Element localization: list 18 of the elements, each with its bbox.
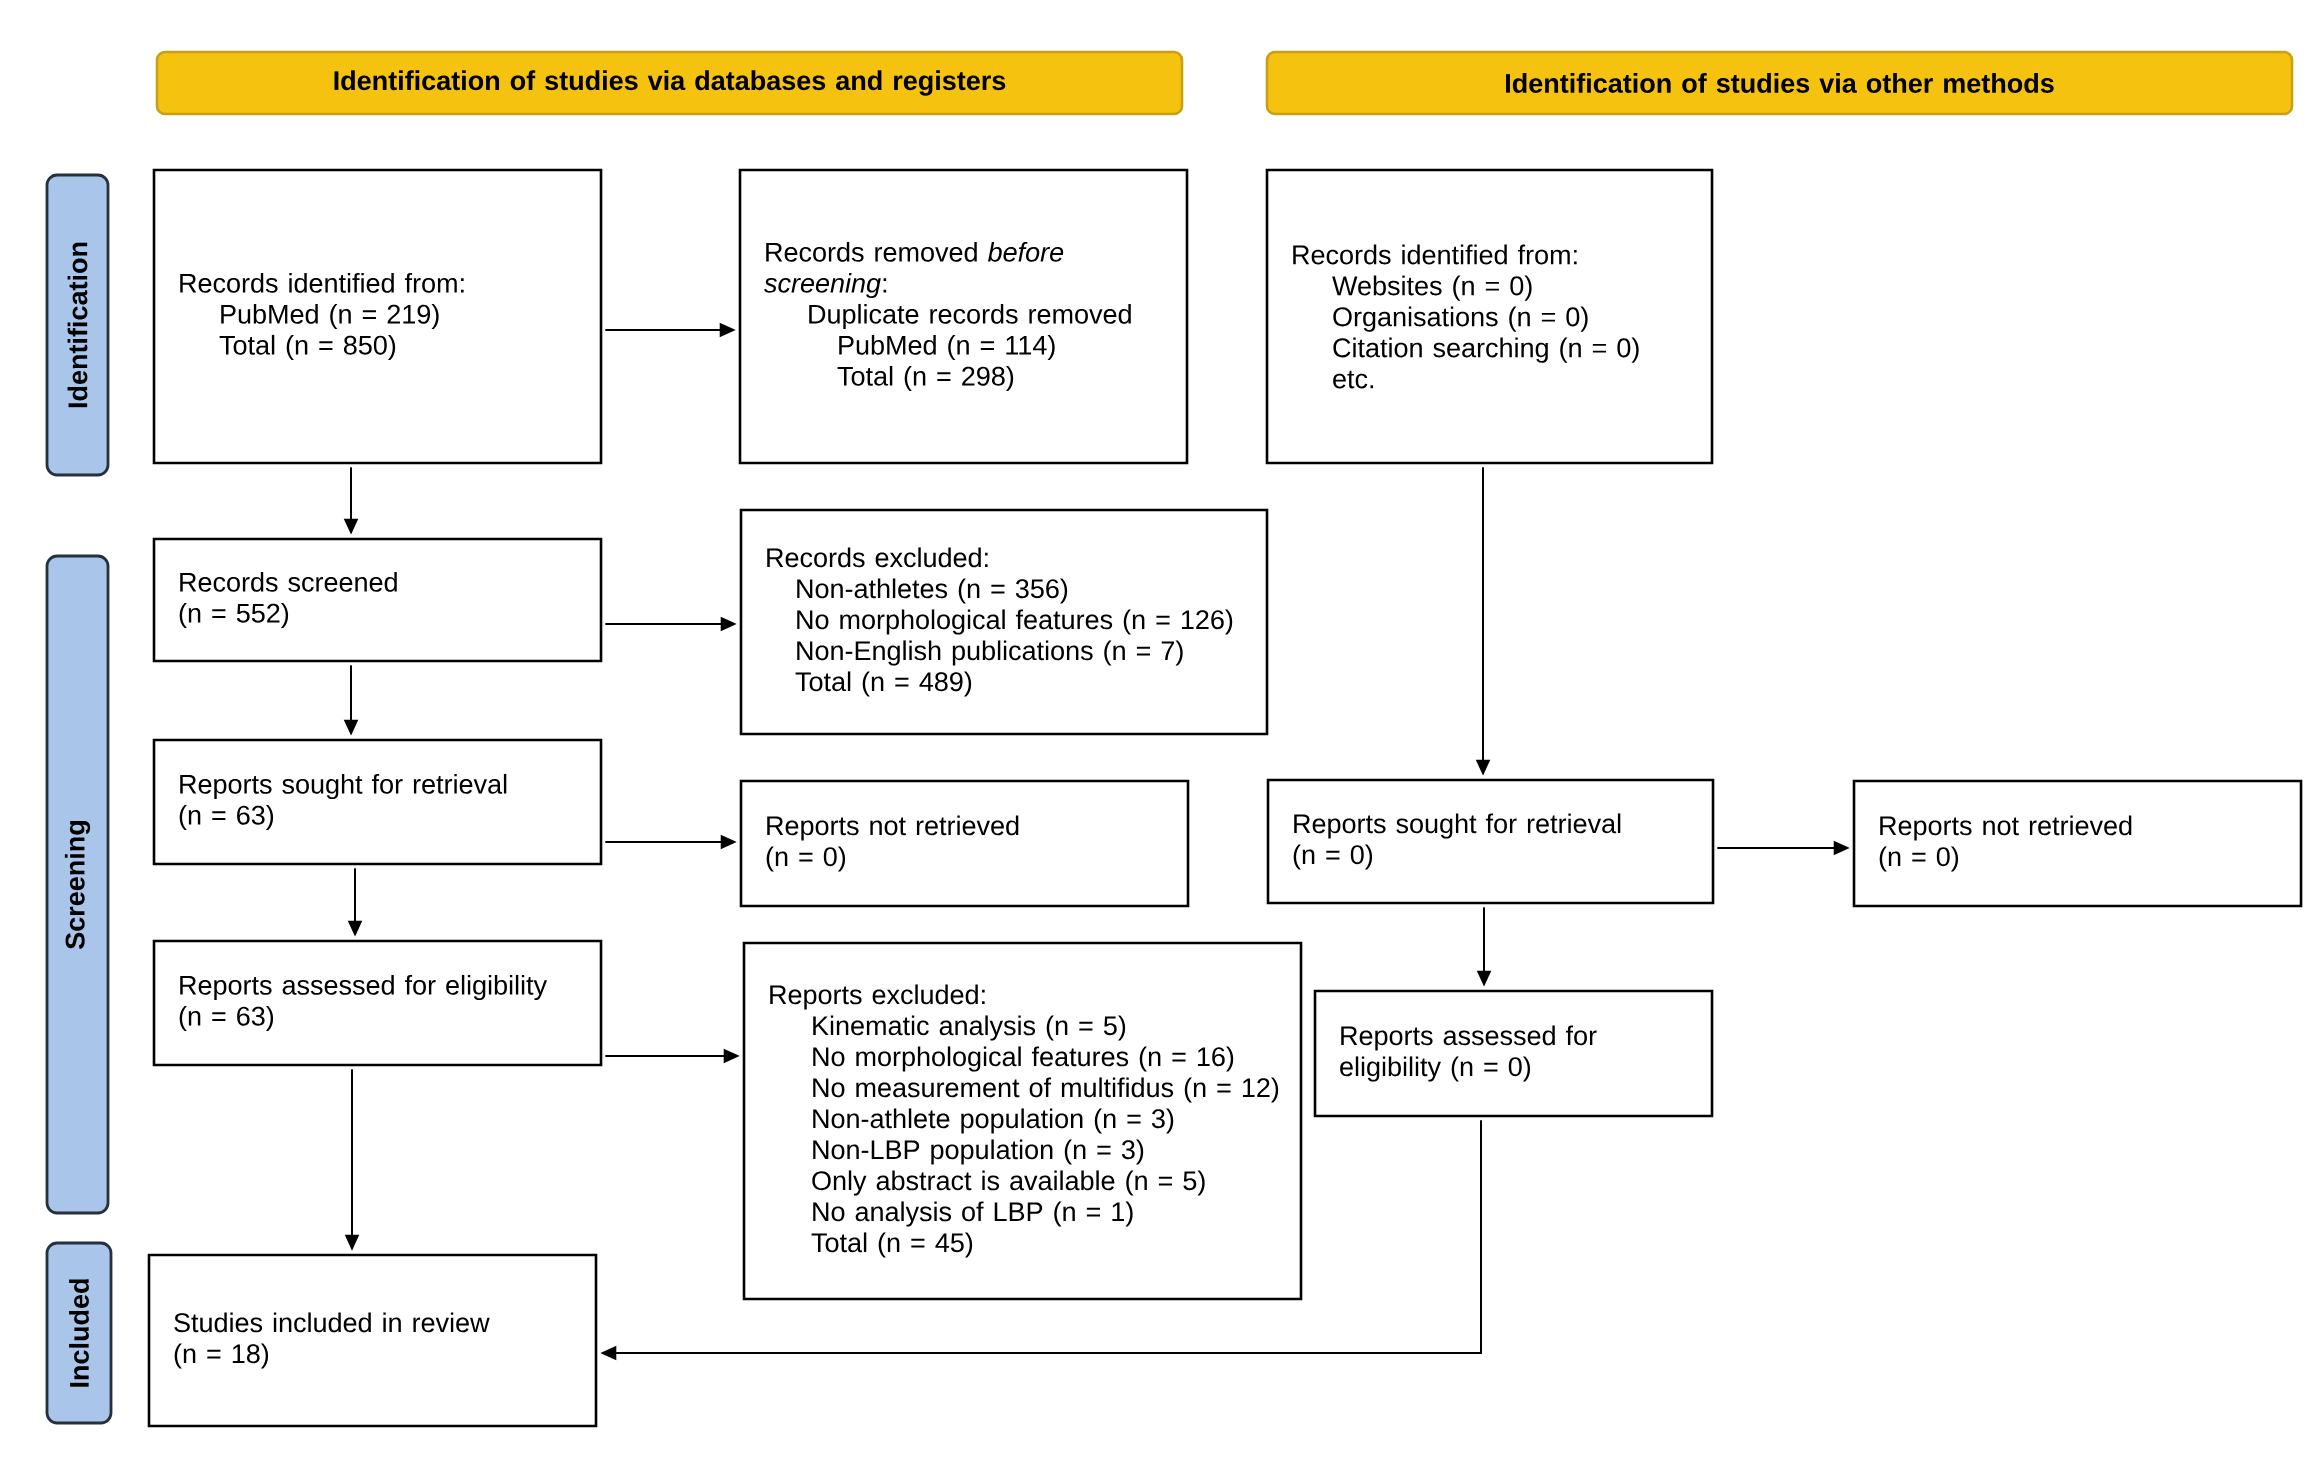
header-bar: Identification of studies via databases and registers — [155, 50, 1184, 116]
stage-label: Identification — [45, 173, 110, 477]
process-box: Records identified from: PubMed (n = 219) Total (n = 850) — [152, 168, 603, 465]
process-box: Reports sought for retrieval (n = 0) — [1266, 778, 1715, 905]
process-box: Records screened (n = 552) — [152, 537, 603, 663]
process-box: Reports sought for retrieval (n = 63) — [152, 738, 603, 866]
process-box: Reports assessed for eligibility (n = 63) — [152, 939, 603, 1067]
stage-label: Included — [45, 1241, 113, 1425]
process-box: Reports not retrieved (n = 0) — [739, 779, 1190, 908]
process-box: Records excluded: Non-athletes (n = 356) No morphological features (n = 126) Non-English publications (n = 7) Total (n = 489) — [739, 508, 1269, 736]
process-box: Reports not retrieved (n = 0) — [1852, 779, 2303, 908]
process-box: Studies included in review (n = 18) — [147, 1253, 598, 1428]
stage-label: Screening — [45, 554, 110, 1215]
process-box: Records identified from: Websites (n = 0) Organisations (n = 0) Citation searching (n = 0) etc. — [1265, 168, 1714, 465]
process-box: Reports excluded: Kinematic analysis (n = 5) No morphological features (n = 16) No measurement of multifidus (n = 12) Non-athlete population (n = 3) Non-LBP population (n = 3) Only abstract is available (n = 5) No analysis of LBP (n = 1) Total (n = 45) — [742, 941, 1303, 1301]
process-box: Reports assessed for eligibility (n = 0) — [1313, 989, 1714, 1118]
process-box: Records removed before screening: Duplicate records removed PubMed (n = 114) Total (n = 298) — [738, 168, 1189, 465]
header-bar: Identification of studies via other methods — [1265, 50, 2294, 116]
